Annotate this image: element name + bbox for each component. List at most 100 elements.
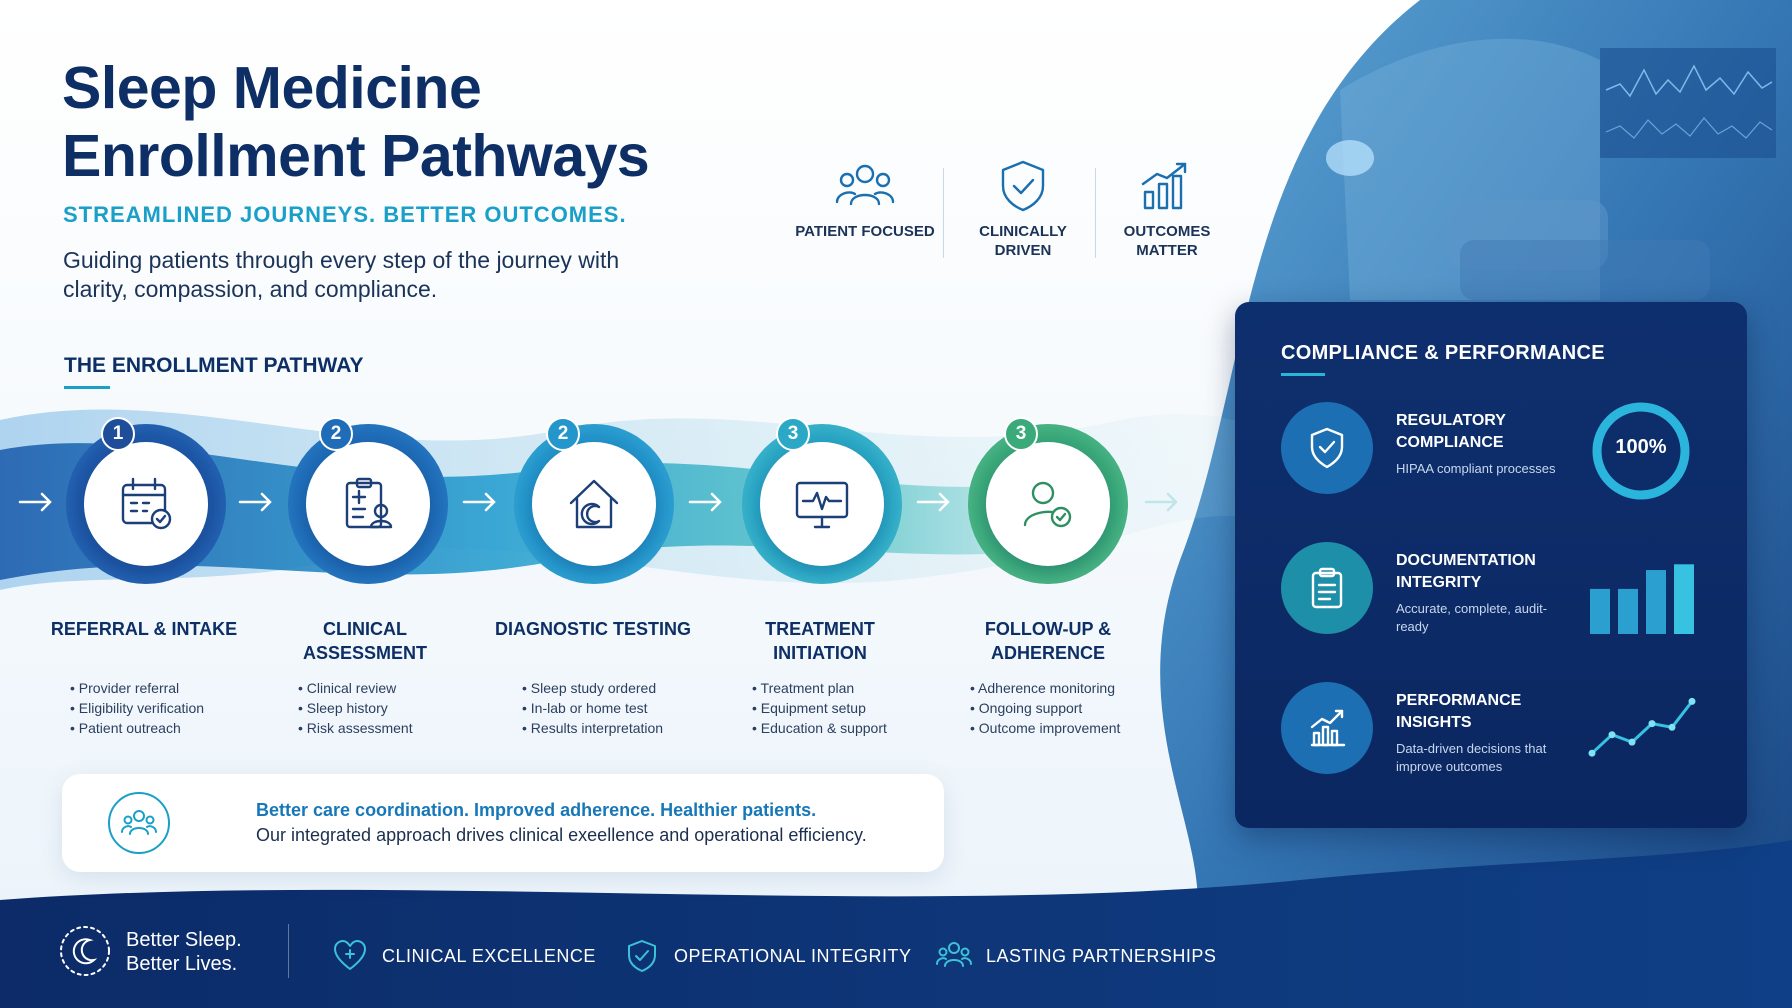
note-body: Our integrated approach drives clinical … (256, 825, 867, 845)
value-label: OUTCOMES MATTER (1123, 223, 1211, 259)
brand-line-1: Better Sleep. (126, 929, 242, 951)
brand-slogan: Better Sleep. Better Lives. (126, 928, 242, 976)
compliance-item-title: REGULATORY COMPLIANCE (1396, 412, 1506, 451)
value-divider (1095, 168, 1096, 258)
step-ring (742, 424, 902, 584)
intro-text: Guiding patients through every step of t… (63, 247, 620, 302)
compliance-item-title: DOCUMENTATION INTEGRITY (1396, 552, 1536, 591)
brand-line-2: Better Lives. (126, 953, 238, 975)
arrow-right-icon (462, 492, 496, 512)
step-disc (532, 442, 656, 566)
pathway-title-underline (64, 386, 110, 389)
value-patient-focused: PATIENT FOCUSED (795, 158, 935, 241)
compliance-item-desc: Data-driven decisions that improve outco… (1396, 741, 1547, 774)
clipboard-list-icon (1281, 542, 1373, 634)
list-item: Adherence monitoring (970, 678, 1170, 698)
list-item: In-lab or home test (522, 698, 722, 718)
value-label: CLINICALLY DRIVEN (979, 223, 1067, 259)
moon-logo-icon (60, 926, 110, 976)
list-item: Education & support (752, 718, 952, 738)
trend-point (1588, 749, 1596, 757)
growth-chart-icon (1141, 162, 1187, 210)
list-item: Ongoing support (970, 698, 1170, 718)
list-item: Risk assessment (298, 718, 498, 738)
step-number-badge: 3 (776, 417, 810, 451)
value-outcomes-matter: OUTCOMES MATTER (1097, 158, 1237, 260)
performance-trend (1588, 697, 1696, 757)
trend-line (1590, 700, 1694, 755)
trend-point (1648, 720, 1656, 728)
list-item: Sleep study ordered (522, 678, 722, 698)
shield-check-icon (628, 940, 656, 972)
bar-mark (1646, 570, 1666, 634)
arrow-right-icon (18, 492, 52, 512)
step-disc (760, 442, 884, 566)
footer-item-label: LASTING PARTNERSHIPS (986, 945, 1217, 966)
step-ring (968, 424, 1128, 584)
step-number-badge: 2 (319, 417, 353, 451)
list-item: Results interpretation (522, 718, 722, 738)
list-item: Sleep history (298, 698, 498, 718)
arrow-right-icon (238, 492, 272, 512)
footer-clinical-excellence: CLINICAL EXCELLENCE (332, 938, 596, 974)
step-bullets: Provider referral Eligibility verificati… (70, 678, 270, 738)
value-divider (943, 168, 944, 258)
step-title: CLINICAL ASSESSMENT (302, 619, 428, 663)
compliance-gauge (1592, 402, 1690, 500)
footer-operational-integrity: OPERATIONAL INTEGRITY (624, 938, 912, 974)
trend-point (1628, 738, 1636, 746)
list-item: Clinical review (298, 678, 498, 698)
list-item: Patient outreach (70, 718, 270, 738)
documentation-bars (1590, 564, 1694, 634)
step-bullets: Adherence monitoring Ongoing support Out… (970, 678, 1170, 738)
step-bullets: Treatment plan Equipment setup Education… (752, 678, 952, 738)
step-ring (66, 424, 226, 584)
compliance-item-desc: Accurate, complete, audit-ready (1396, 601, 1548, 634)
list-item: Outcome improvement (970, 718, 1170, 738)
list-item: Treatment plan (752, 678, 952, 698)
trend-point (1668, 723, 1676, 731)
tagline: STREAMLINED JOURNEYS. BETTER OUTCOMES. (63, 202, 627, 227)
trend-point (1608, 731, 1616, 739)
person-check-icon (1023, 481, 1072, 528)
compliance-item-title: PERFORMANCE INSIGHTS (1396, 692, 1522, 731)
step-ring (288, 424, 448, 584)
footer-item-label: CLINICAL EXCELLENCE (382, 945, 596, 966)
step-title: TREATMENT INITIATION (765, 619, 875, 663)
heart-icon (334, 940, 366, 970)
trend-point (1688, 697, 1696, 705)
list-item: Provider referral (70, 678, 270, 698)
step-number-badge: 2 (546, 417, 580, 451)
footer-divider (288, 924, 289, 978)
arrow-right-icon (1144, 492, 1178, 512)
arrow-right-icon (916, 492, 950, 512)
step-disc (306, 442, 430, 566)
footer-item-label: OPERATIONAL INTEGRITY (674, 945, 912, 966)
step-bullets: Clinical review Sleep history Risk asses… (298, 678, 498, 738)
pathway-title: THE ENROLLMENT PATHWAY (64, 354, 364, 377)
step-bullets: Sleep study ordered In-lab or home test … (522, 678, 722, 738)
bar-mark (1590, 588, 1610, 634)
calendar-check-icon (121, 477, 172, 530)
shield-check-icon (1001, 160, 1045, 212)
bar-mark (1674, 564, 1694, 634)
list-item: Equipment setup (752, 698, 952, 718)
step-title: DIAGNOSTIC TESTING (494, 619, 691, 639)
value-clinically-driven: CLINICALLY DRIVEN (953, 158, 1093, 260)
bar-trend-icon (1281, 682, 1373, 774)
panel-title-underline (1281, 373, 1325, 376)
step-number-badge: 3 (1004, 417, 1038, 451)
compliance-gauge-value: 100% (1615, 436, 1667, 458)
page-title: Sleep Medicine Enrollment Pathways (62, 55, 650, 189)
team-icon (108, 792, 170, 854)
step-ring (514, 424, 674, 584)
footer-lasting-partnerships: LASTING PARTNERSHIPS (936, 938, 1216, 974)
step-title: FOLLOW-UP & ADHERENCE (984, 619, 1112, 663)
step-title: REFERRAL & INTAKE (50, 619, 238, 639)
people-icon (936, 942, 972, 967)
coordination-note-card (62, 774, 944, 872)
home-moon-icon (569, 479, 619, 529)
panel-title: COMPLIANCE & PERFORMANCE (1281, 342, 1605, 364)
step-number-badge: 1 (101, 417, 135, 451)
arrow-right-icon (688, 492, 722, 512)
